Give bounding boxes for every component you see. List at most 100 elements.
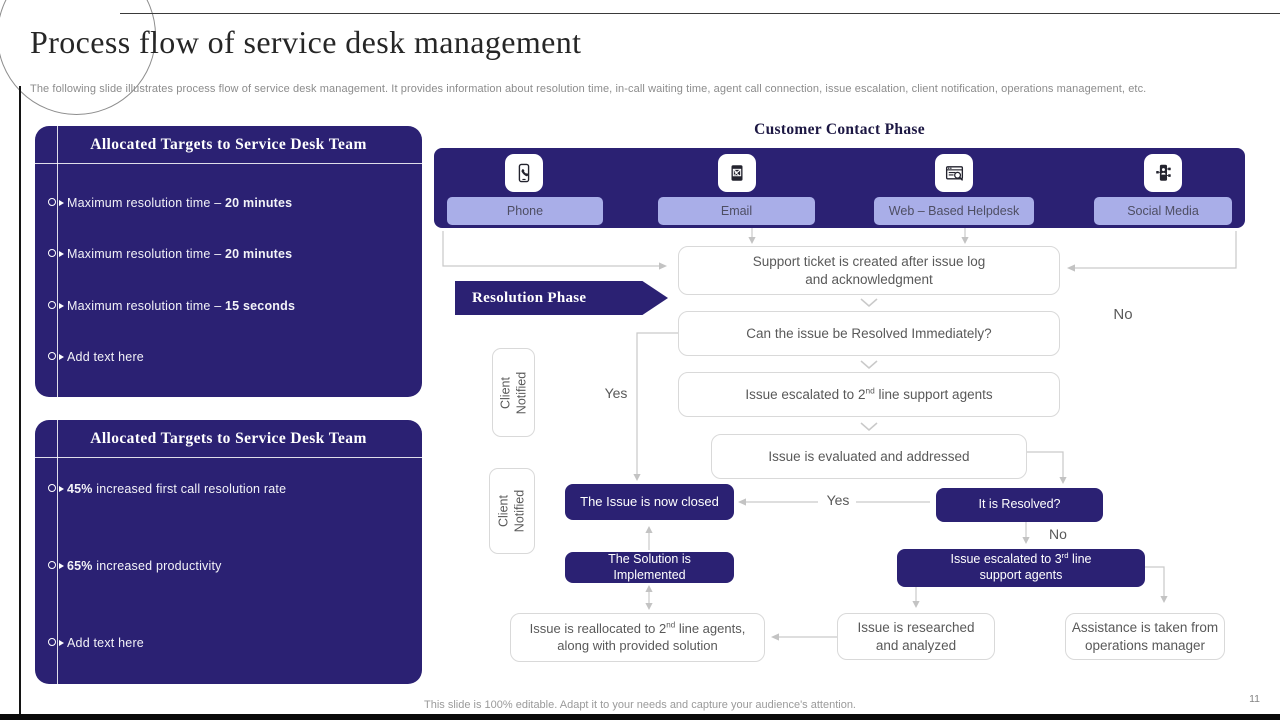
left-edge-line [19,86,21,720]
web-helpdesk-channel-pill: Web – Based Helpdesk [874,197,1034,225]
bullet-circle-icon [48,561,56,569]
box-text: and acknowledgment [805,271,933,287]
channel-label: Phone [506,204,544,218]
targets-panel-2: Allocated Targets to Service Desk Team 4… [35,420,422,684]
channel-label: Web – Based Helpdesk [888,204,1020,218]
bullet-arrow-icon [59,563,64,569]
phone-channel-pill: Phone [447,197,603,225]
box-text: Issue is reallocated to 2nd line agents, [529,620,746,636]
box-text: Issue escalated to 2nd line support agen… [745,385,993,402]
bullet-circle-icon [48,198,56,206]
box-text: along with provided solution [557,637,718,653]
box-text: The Issue is now closed [580,493,719,509]
resolution-phase-banner: Resolution Phase [455,281,668,315]
bullet-arrow-icon [59,354,64,360]
bullet-text: Maximum resolution time – [67,299,226,313]
bullet-item: Maximum resolution time – 15 seconds [48,299,414,313]
researched-analyzed-box: Issue is researched and analyzed [837,613,995,660]
bullet-circle-icon [48,484,56,492]
email-channel-pill: Email [658,197,815,225]
bullet-circle-icon [48,638,56,646]
panel-divider [35,457,422,458]
bullet-arrow-icon [59,486,64,492]
panel-divider [35,163,422,164]
box-text: Can the issue be Resolved Immediately? [746,325,992,341]
bullet-arrow-icon [59,200,64,206]
box-text: Implemented [613,567,686,582]
page-title: Process flow of service desk management [30,24,582,60]
solution-implemented-box: The Solution is Implemented [565,552,734,583]
channel-label: Email [720,204,753,218]
bullet-item: 45% increased first call resolution rate [48,482,414,496]
bullet-arrow-icon [59,640,64,646]
bullet-item: Maximum resolution time – 20 minutes [48,247,414,261]
bottom-edge-bar [0,714,1280,720]
bullet-arrow-icon [59,251,64,257]
targets-panel-1: Allocated Targets to Service Desk Team M… [35,126,422,397]
bullet-circle-icon [48,249,56,257]
issue-closed-box: The Issue is now closed [565,484,734,520]
bullet-text: increased first call resolution rate [92,482,287,496]
top-rule-line [120,13,1280,14]
operations-assistance-box: Assistance is taken from operations mana… [1065,613,1225,660]
client-notified-tag-2: Client Notified [489,468,535,554]
bullet-text: Add text here [67,636,144,650]
resolution-phase-label: Resolution Phase [472,289,587,306]
yes-label-middle: Yes [826,492,850,508]
bullet-text-bold: 65% [67,559,93,573]
bullet-arrow-icon [59,303,64,309]
box-text: support agents [979,568,1063,582]
client-notified-tag-1: Client Notified [492,348,535,437]
box-text: Assistance is taken from [1071,619,1219,635]
client-notified-text: Client [496,495,511,527]
bullet-text-bold: 45% [67,482,93,496]
bullet-circle-icon [48,352,56,360]
reallocated-box: Issue is reallocated to 2nd line agents,… [510,613,765,662]
box-text: Issue escalated to 3rd line [950,551,1092,567]
yes-label-left: Yes [604,385,628,401]
client-notified-text: Notified [513,371,528,414]
escalate-2nd-line-box: Issue escalated to 2nd line support agen… [678,372,1060,417]
box-text: Issue is researched [857,619,975,635]
bullet-item: Add text here [48,350,414,364]
client-notified-text: Notified [512,489,526,533]
bullet-text-bold: 15 seconds [225,299,296,313]
bullet-item: 65% increased productivity [48,559,414,573]
web-helpdesk-icon [935,154,973,192]
is-resolved-box: It is Resolved? [936,488,1103,522]
box-text: Issue is evaluated and addressed [768,448,970,464]
box-text: The Solution is [608,551,691,566]
page-subtitle: The following slide illustrates process … [30,83,1147,95]
page-number: 11 [1249,693,1260,705]
bullet-item: Add text here [48,636,414,650]
footer-note: This slide is 100% editable. Adapt it to… [424,699,856,711]
bullet-item: Maximum resolution time – 20 minutes [48,196,414,210]
can-resolve-box: Can the issue be Resolved Immediately? [678,311,1060,356]
bullet-text-bold: 20 minutes [225,247,293,261]
bullet-text: Maximum resolution time – [67,196,226,210]
social-media-channel-pill: Social Media [1094,197,1232,225]
bullet-text-bold: 20 minutes [225,196,293,210]
evaluated-addressed-box: Issue is evaluated and addressed [711,434,1027,479]
box-text: operations manager [1084,637,1206,653]
client-notified-text: Client [497,376,512,409]
panel-title: Allocated Targets to Service Desk Team [90,136,367,153]
contact-phase-title: Customer Contact Phase [754,121,925,138]
bullet-text: Add text here [67,350,144,364]
box-text: It is Resolved? [978,497,1061,512]
bullet-circle-icon [48,301,56,309]
panel-title: Allocated Targets to Service Desk Team [90,430,367,447]
social-media-icon [1144,154,1182,192]
panel-timeline [57,420,58,684]
phone-icon [505,154,543,192]
no-label-right: No [1113,306,1133,323]
panel-timeline [57,126,58,397]
bullet-text: Maximum resolution time – [67,247,226,261]
channel-label: Social Media [1127,204,1199,218]
box-text: Support ticket is created after issue lo… [752,253,986,269]
no-label-middle: No [1049,526,1067,542]
escalate-3rd-line-box: Issue escalated to 3rd line support agen… [897,549,1145,587]
email-icon [718,154,756,192]
support-ticket-box: Support ticket is created after issue lo… [678,246,1060,295]
